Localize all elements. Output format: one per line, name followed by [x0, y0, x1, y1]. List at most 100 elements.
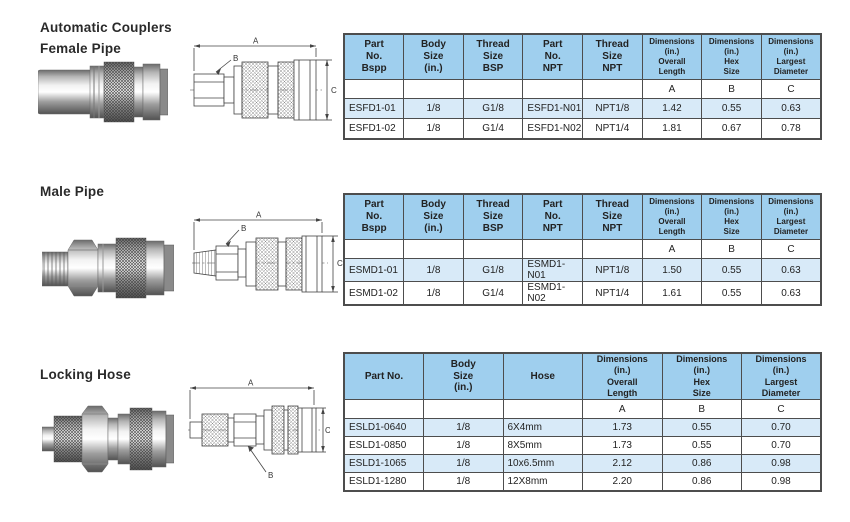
- data-cell: 8X5mm: [502, 436, 583, 455]
- data-cell: 0.55: [701, 98, 762, 119]
- locking-hose-drawing: A B C: [188, 379, 330, 480]
- dim-label-c: C: [325, 426, 330, 435]
- data-cell: 0.55: [661, 418, 742, 437]
- data-cell: 0.98: [741, 472, 822, 491]
- data-cell: NPT1/8: [582, 98, 643, 119]
- data-cell: 1.50: [641, 258, 703, 282]
- data-cell: ESMD1-01: [343, 258, 405, 282]
- dim-label-a: A: [248, 379, 254, 388]
- data-cell: 1.73: [582, 436, 663, 455]
- column-header: Hose: [502, 352, 583, 400]
- data-cell: 2.12: [582, 454, 663, 473]
- dimension-letter-cell: B: [701, 239, 762, 259]
- data-cell: 12X8mm: [502, 472, 583, 491]
- data-cell: 0.86: [661, 454, 742, 473]
- dimension-letter-cell: A: [582, 399, 663, 419]
- data-cell: 0.78: [760, 118, 822, 139]
- dimension-letter-cell: [462, 239, 524, 259]
- female-pipe-drawing: A B C: [190, 37, 337, 121]
- column-header: Dimensions (in.) Hex Size: [701, 193, 762, 240]
- data-cell: NPT1/4: [582, 118, 643, 139]
- data-cell: 1/8: [423, 436, 504, 455]
- data-cell: 1/8: [403, 98, 464, 119]
- data-cell: 1/8: [403, 281, 464, 306]
- column-header: Body Size (in.): [423, 352, 504, 400]
- male-pipe-drawing: A B C: [192, 211, 343, 293]
- data-cell: 0.63: [760, 98, 822, 119]
- data-cell: G1/8: [462, 258, 524, 282]
- dimension-letter-cell: A: [641, 79, 703, 99]
- data-cell: 2.20: [582, 472, 663, 491]
- data-cell: 0.63: [760, 258, 822, 282]
- data-cell: NPT1/4: [582, 281, 643, 306]
- data-cell: 1/8: [423, 418, 504, 437]
- data-cell: 0.86: [661, 472, 742, 491]
- data-cell: ESLD1-1065: [343, 454, 424, 473]
- data-cell: G1/8: [462, 98, 524, 119]
- data-cell: 0.55: [661, 436, 742, 455]
- dimension-letter-cell: [403, 79, 464, 99]
- data-cell: ESLD1-0640: [343, 418, 424, 437]
- dim-label-b: B: [268, 471, 273, 480]
- section-heading-female-pipe: Automatic Couplers Female Pipe: [40, 20, 172, 56]
- data-cell: 0.63: [760, 281, 822, 306]
- data-cell: 1/8: [423, 472, 504, 491]
- column-header: Thread Size BSP: [462, 193, 524, 240]
- dimension-letter-cell: [343, 239, 405, 259]
- dim-label-b: B: [233, 54, 238, 63]
- column-header: Dimensions (in.) Largest Diameter: [760, 33, 822, 80]
- data-cell: 0.55: [701, 258, 762, 282]
- data-cell: ESFD1-N01: [522, 98, 583, 119]
- column-header: Dimensions (in.) Overall Length: [582, 352, 663, 400]
- data-cell: 10x6.5mm: [502, 454, 583, 473]
- dimension-letter-cell: [582, 239, 643, 259]
- dimension-letter-cell: [403, 239, 464, 259]
- data-cell: 0.67: [701, 118, 762, 139]
- column-header: Part No. NPT: [522, 193, 583, 240]
- column-header: Thread Size NPT: [582, 33, 643, 80]
- data-cell: 0.55: [701, 281, 762, 306]
- female-pipe-photo: [38, 61, 168, 123]
- dimension-letter-cell: [423, 399, 504, 419]
- dim-label-a: A: [253, 37, 259, 46]
- data-cell: ESMD1-N01: [522, 258, 583, 282]
- column-header: Dimensions (in.) Overall Length: [641, 193, 703, 240]
- column-header: Dimensions (in.) Hex Size: [661, 352, 742, 400]
- column-header: Body Size (in.): [403, 193, 464, 240]
- dimension-letter-cell: [462, 79, 524, 99]
- data-cell: G1/4: [462, 118, 524, 139]
- column-header: Body Size (in.): [403, 33, 464, 80]
- dimension-letter-cell: B: [661, 399, 742, 419]
- dimension-letter-cell: C: [760, 239, 822, 259]
- data-cell: 1.61: [641, 281, 703, 306]
- data-cell: ESFD1-01: [343, 98, 405, 119]
- data-cell: 1.81: [641, 118, 703, 139]
- column-header: Dimensions (in.) Overall Length: [641, 33, 703, 80]
- section-heading-male-pipe: Male Pipe: [40, 184, 105, 199]
- dimension-letter-cell: C: [760, 79, 822, 99]
- data-cell: ESFD1-N02: [522, 118, 583, 139]
- column-header: Part No. Bspp: [343, 33, 405, 80]
- data-cell: 1/8: [403, 258, 464, 282]
- data-cell: 1.73: [582, 418, 663, 437]
- data-cell: ESMD1-N02: [522, 281, 583, 306]
- dimension-letter-cell: C: [741, 399, 822, 419]
- dimension-letter-cell: [343, 399, 424, 419]
- dimension-letter-cell: [343, 79, 405, 99]
- data-cell: 6X4mm: [502, 418, 583, 437]
